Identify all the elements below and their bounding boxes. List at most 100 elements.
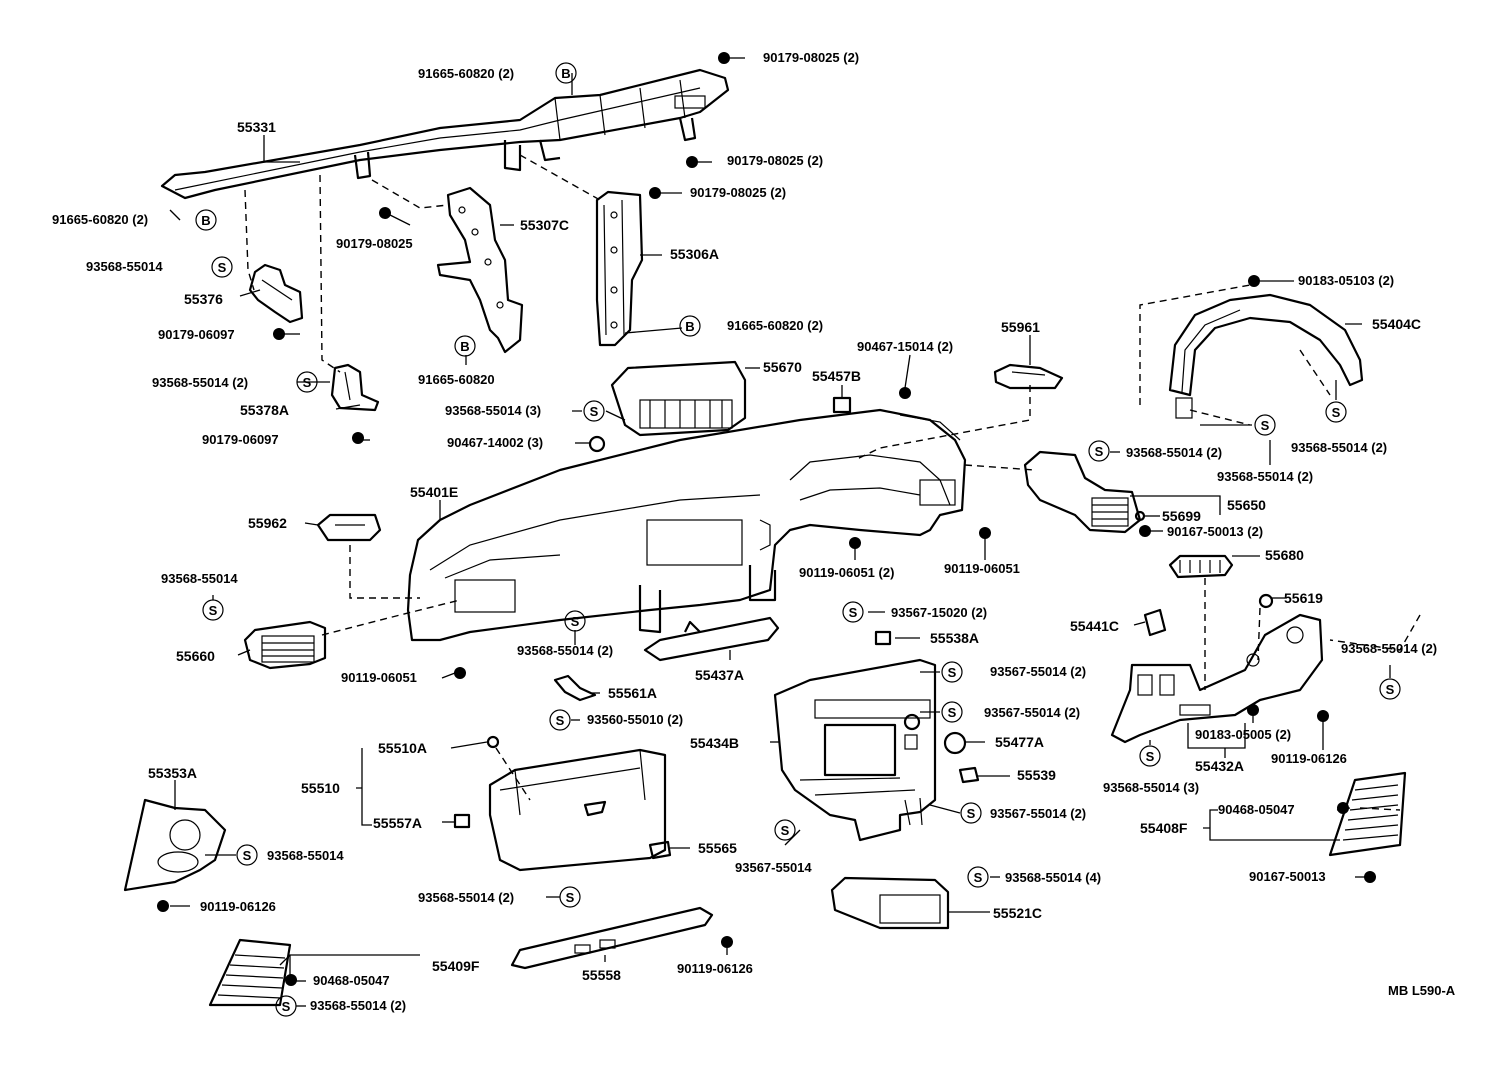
part-label: 90468-05047 <box>313 973 390 988</box>
symbol-s-marker: S <box>1088 440 1110 462</box>
part-label: 55561A <box>608 685 657 701</box>
part-55521C-box <box>830 876 950 930</box>
part-label: 55558 <box>582 967 621 983</box>
part-label: 90183-05005 (2) <box>1195 727 1291 742</box>
part-label: 90179-08025 (2) <box>763 50 859 65</box>
svg-text:S: S <box>1261 418 1270 433</box>
part-55660-left-vent <box>243 620 327 670</box>
part-55477A-knob <box>943 731 967 755</box>
part-55457B-clip <box>832 396 852 414</box>
part-label: 55331 <box>237 119 276 135</box>
part-label: 93568-55014 <box>161 571 238 586</box>
part-label: 90119-06126 <box>200 899 276 914</box>
part-label: 93568-55014 (3) <box>1103 780 1199 795</box>
symbol-s-marker: S <box>1379 678 1401 700</box>
symbol-s-marker: S <box>941 701 963 723</box>
part-label: 55353A <box>148 765 197 781</box>
part-55557A-bumper <box>453 813 471 829</box>
part-label: 55539 <box>1017 767 1056 783</box>
symbol-s-marker: S <box>202 599 224 621</box>
part-label: 55457B <box>812 368 861 384</box>
part-label: 93568-55014 (2) <box>418 890 514 905</box>
part-label: 55441C <box>1070 618 1119 634</box>
svg-text:S: S <box>1332 405 1341 420</box>
part-label: 93568-55014 (2) <box>152 375 248 390</box>
part-label: 55378A <box>240 402 289 418</box>
part-label: 55401E <box>410 484 458 500</box>
part-label: 55680 <box>1265 547 1304 563</box>
symbol-s-marker: S <box>211 256 233 278</box>
svg-text:S: S <box>556 713 565 728</box>
svg-text:S: S <box>1095 444 1104 459</box>
svg-text:S: S <box>1146 749 1155 764</box>
part-label: 55432A <box>1195 758 1244 774</box>
part-55378A-bracket <box>330 363 380 412</box>
part-label: 90119-06126 <box>677 961 753 976</box>
part-label: 90467-14002 (3) <box>447 435 543 450</box>
part-label: 90119-06051 <box>341 670 417 685</box>
part-label: 55650 <box>1227 497 1266 513</box>
part-label: 90167-50013 <box>1249 869 1326 884</box>
part-label: 55565 <box>698 840 737 856</box>
part-label: 55521C <box>993 905 1042 921</box>
part-label: 55961 <box>1001 319 1040 335</box>
part-label: 90468-05047 <box>1218 802 1295 817</box>
svg-text:B: B <box>561 66 570 81</box>
symbol-s-marker: S <box>967 866 989 888</box>
svg-text:S: S <box>974 870 983 885</box>
part-55408F-grille <box>1328 771 1407 857</box>
part-label: 91665-60820 (2) <box>727 318 823 333</box>
svg-text:B: B <box>201 213 210 228</box>
part-label: 93568-55014 (2) <box>517 643 613 658</box>
part-label: 93567-55014 (2) <box>990 664 1086 679</box>
part-label: 90179-08025 <box>336 236 413 251</box>
symbol-s-marker: S <box>774 819 796 841</box>
part-label: 93567-15020 (2) <box>891 605 987 620</box>
part-55961-cover <box>993 363 1064 390</box>
symbol-b-marker: B <box>679 315 701 337</box>
part-label: 93568-55014 (4) <box>1005 870 1101 885</box>
part-label: 90179-06097 <box>158 327 235 342</box>
part-label: 55306A <box>670 246 719 262</box>
part-label: 55408F <box>1140 820 1188 836</box>
part-label: 90179-06097 <box>202 432 279 447</box>
part-55307C-bracket <box>436 186 524 354</box>
symbol-s-marker: S <box>236 844 258 866</box>
symbol-s-marker: S <box>564 610 586 632</box>
svg-text:S: S <box>948 705 957 720</box>
part-55561A-striker <box>553 674 597 702</box>
part-label: 93567-55014 <box>735 860 812 875</box>
svg-text:S: S <box>590 404 599 419</box>
part-55432A-lower-panel <box>1110 613 1324 744</box>
svg-text:S: S <box>282 999 291 1014</box>
svg-text:S: S <box>571 614 580 629</box>
part-label: 91665-60820 (2) <box>418 66 514 81</box>
svg-text:S: S <box>781 823 790 838</box>
part-55538A-clip <box>874 630 892 646</box>
symbol-markers: B B S B B S S S S S S S S S S S S S S S … <box>195 62 1401 1017</box>
symbol-b-marker: B <box>454 335 476 357</box>
svg-text:S: S <box>209 603 218 618</box>
part-label: 90179-08025 (2) <box>727 153 823 168</box>
part-55409F-grille <box>208 938 292 1007</box>
part-55962-cover <box>316 513 382 542</box>
symbol-s-marker: S <box>1325 401 1347 423</box>
symbol-s-marker: S <box>941 661 963 683</box>
part-label: 55307C <box>520 217 569 233</box>
part-55510-glove-box <box>488 748 667 872</box>
symbol-s-marker: S <box>960 802 982 824</box>
svg-text:B: B <box>685 319 694 334</box>
part-label: 55557A <box>373 815 422 831</box>
part-label: 55437A <box>695 667 744 683</box>
part-label: 93568-55014 (3) <box>445 403 541 418</box>
part-label: 90119-06051 <box>944 561 1020 576</box>
svg-text:S: S <box>566 890 575 905</box>
part-label: 90119-06126 <box>1271 751 1347 766</box>
symbol-s-marker: S <box>1254 414 1276 436</box>
reference-lines <box>244 154 1421 811</box>
symbol-b-marker: B <box>555 62 577 84</box>
part-label: 93568-55014 (2) <box>1291 440 1387 455</box>
leader-lines <box>169 57 1391 1007</box>
